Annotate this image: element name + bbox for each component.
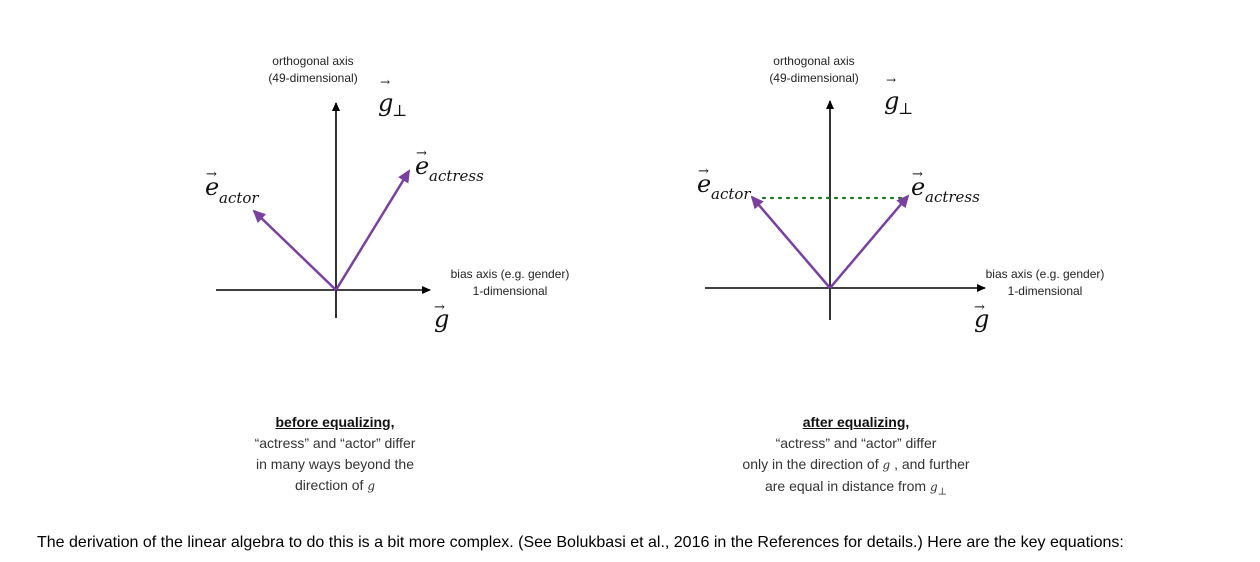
svg-text:g: g <box>884 87 899 115</box>
svg-text:g: g <box>378 89 393 117</box>
svg-text:⊥: ⊥ <box>392 101 407 120</box>
e-actress-vector <box>829 194 910 289</box>
orthogonal-axis-label-line2: (49-dimensional) <box>268 71 357 85</box>
caption-line: “actress” and “actor” differ <box>254 435 416 451</box>
caption-heading: before equalizing, <box>275 414 395 430</box>
caption-line: direction of g <box>225 475 445 497</box>
bias-axis-label-line2: 1-dimensional <box>1008 284 1083 298</box>
svg-text:g: g <box>434 305 449 333</box>
g-vector-symbol: g <box>367 479 376 493</box>
svg-text:→: → <box>886 73 896 87</box>
svg-text:g: g <box>974 305 989 333</box>
caption-before: before equalizing, “actress” and “actor”… <box>225 412 445 497</box>
caption-line: only in the direction of g , and further <box>716 454 996 476</box>
svg-text:e: e <box>205 173 219 201</box>
svg-text:→: → <box>206 167 217 182</box>
caption-text: direction of <box>294 477 364 493</box>
g-symbol: → g <box>974 300 989 333</box>
caption-heading: after equalizing, <box>802 414 910 430</box>
g-perp-vector-symbol: g⊥ <box>929 480 948 498</box>
svg-text:→: → <box>974 300 985 315</box>
svg-text:→: → <box>698 164 709 179</box>
svg-text:actress: actress <box>925 188 980 206</box>
svg-text:actor: actor <box>219 189 259 207</box>
caption-after: after equalizing, “actress” and “actor” … <box>716 412 996 502</box>
e-actor-vector <box>252 209 337 291</box>
g-perp-symbol: → g ⊥ <box>884 73 913 118</box>
svg-text:e: e <box>415 152 429 180</box>
caption-line: are equal in distance from g⊥ <box>716 476 996 502</box>
svg-text:actor: actor <box>711 185 751 203</box>
svg-text:→: → <box>912 167 923 182</box>
e-actor-vector <box>750 195 831 289</box>
orthogonal-axis-label-line2: (49-dimensional) <box>769 71 858 85</box>
caption-text: only in the direction of <box>742 456 879 472</box>
bias-axis-label-line2: 1-dimensional <box>473 284 548 298</box>
e-actor-symbol: → e actor <box>205 167 259 207</box>
e-actor-symbol: → e actor <box>697 164 751 203</box>
panel-after: orthogonal axis (49-dimensional) → g ⊥ →… <box>697 54 1104 333</box>
svg-text:⊥: ⊥ <box>898 99 913 118</box>
svg-text:→: → <box>380 75 390 89</box>
svg-text:→: → <box>434 300 445 315</box>
caption-line: in many ways beyond the <box>256 456 414 472</box>
e-actress-symbol: → e actress <box>415 146 484 185</box>
svg-text:→: → <box>416 146 427 161</box>
g-symbol: → g <box>434 300 449 333</box>
footer-text: The derivation of the linear algebra to … <box>37 534 1124 551</box>
e-actress-symbol: → e actress <box>911 167 980 206</box>
orthogonal-axis-label-line1: orthogonal axis <box>773 54 854 68</box>
svg-text:e: e <box>911 173 925 201</box>
caption-text: , and further <box>894 456 970 472</box>
orthogonal-axis-label-line1: orthogonal axis <box>272 54 353 68</box>
g-perp-symbol: → g ⊥ <box>378 75 407 120</box>
bias-axis-label-line1: bias axis (e.g. gender) <box>451 267 570 281</box>
svg-text:actress: actress <box>429 167 484 185</box>
caption-line: “actress” and “actor” differ <box>775 435 937 451</box>
e-actress-vector <box>334 169 411 291</box>
panel-before: orthogonal axis (49-dimensional) → g ⊥ →… <box>205 54 569 333</box>
g-vector-symbol: g <box>882 458 891 472</box>
svg-text:e: e <box>697 170 711 198</box>
caption-text: are equal in distance from <box>764 478 927 494</box>
bias-axis-label-line1: bias axis (e.g. gender) <box>986 267 1105 281</box>
